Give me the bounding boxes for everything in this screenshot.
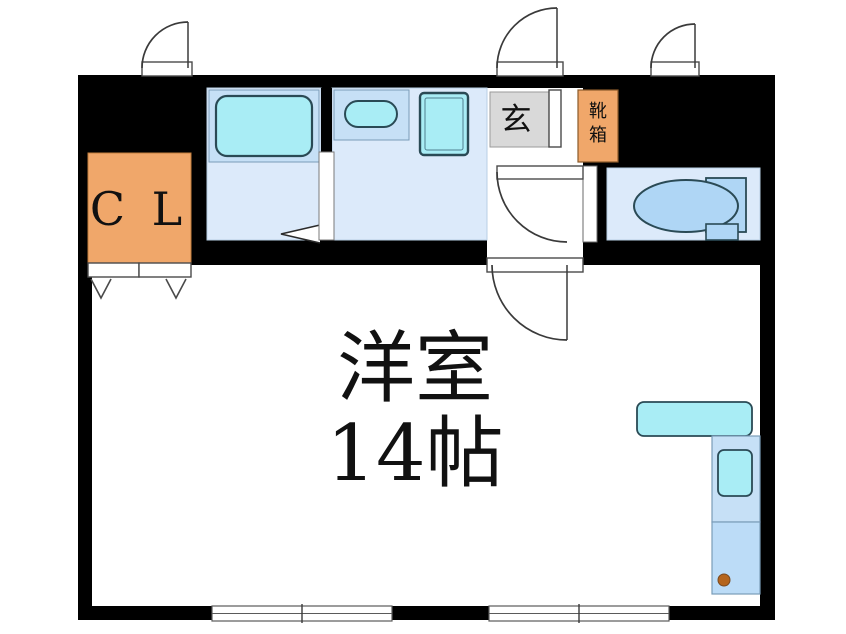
closet-open-marker-right [165, 278, 187, 300]
sliding-window-right[interactable] [488, 604, 670, 623]
wash-basin[interactable] [344, 100, 398, 128]
upper-right-door-leaf[interactable] [650, 61, 700, 77]
washing-machine-inner [424, 97, 464, 151]
entrance-label: 玄 [501, 102, 532, 138]
main-room-label-line1: 洋室 [337, 324, 493, 414]
upper-right-door-arc [650, 23, 696, 69]
entrance-exterior-door-arc [496, 7, 558, 69]
bath-door-leaf[interactable] [280, 224, 321, 244]
bath-folding-door[interactable] [280, 224, 321, 244]
closet-door-leaf-right[interactable] [138, 262, 192, 278]
genkan-tile[interactable] [489, 91, 553, 148]
toilet-door-leaf[interactable] [496, 165, 584, 180]
toilet-door-arc [496, 171, 568, 243]
upper-left-door-arc [141, 21, 189, 69]
closet-door-leaf-left[interactable] [87, 262, 140, 278]
kitchen-sink[interactable] [717, 449, 753, 497]
closet-open-marker-left [90, 278, 112, 300]
entrance-exterior-door[interactable] [496, 7, 564, 77]
shoe-box-area[interactable] [577, 89, 619, 163]
kitchen-counter-unit[interactable] [636, 401, 761, 595]
shoe-box[interactable]: 靴 箱 [577, 89, 619, 163]
closet-double-door[interactable] [87, 262, 192, 300]
upper-left-door-leaf[interactable] [141, 61, 193, 77]
toilet-door-jamb [582, 165, 598, 243]
entrance-area[interactable]: 玄 [489, 89, 562, 148]
room-door-arc [491, 264, 568, 341]
unit-bath-room[interactable] [206, 87, 322, 244]
toilet-room[interactable] [606, 167, 761, 241]
room-door-leaf[interactable] [486, 257, 584, 273]
sliding-window-left[interactable] [211, 604, 393, 623]
stove-burner-icon [717, 573, 731, 587]
toilet-door[interactable] [496, 165, 598, 243]
upper-left-door[interactable] [141, 21, 193, 77]
main-room-label-group: 洋室 14帖 [326, 324, 503, 499]
closet[interactable]: C L [87, 152, 192, 300]
bath-door-frame [318, 151, 335, 241]
washroom-kitchen[interactable] [331, 87, 488, 241]
entrance-exterior-door-leaf[interactable] [496, 61, 564, 77]
toilet-bowl[interactable] [633, 179, 739, 233]
main-room-label-line2: 14帖 [326, 409, 503, 499]
upper-right-door[interactable] [650, 23, 700, 77]
bathtub[interactable] [214, 94, 314, 158]
shoe-box-label-char1: 靴 [589, 101, 607, 122]
shoe-box-label-char2: 箱 [589, 125, 607, 146]
closet-area[interactable] [87, 152, 192, 264]
room-entry-door[interactable] [486, 257, 584, 341]
genkan-door-leaf[interactable] [548, 89, 562, 148]
toilet-base-plate [705, 223, 739, 241]
closet-label: C L [90, 182, 188, 236]
kitchen-upper-cabinet[interactable] [636, 401, 753, 437]
